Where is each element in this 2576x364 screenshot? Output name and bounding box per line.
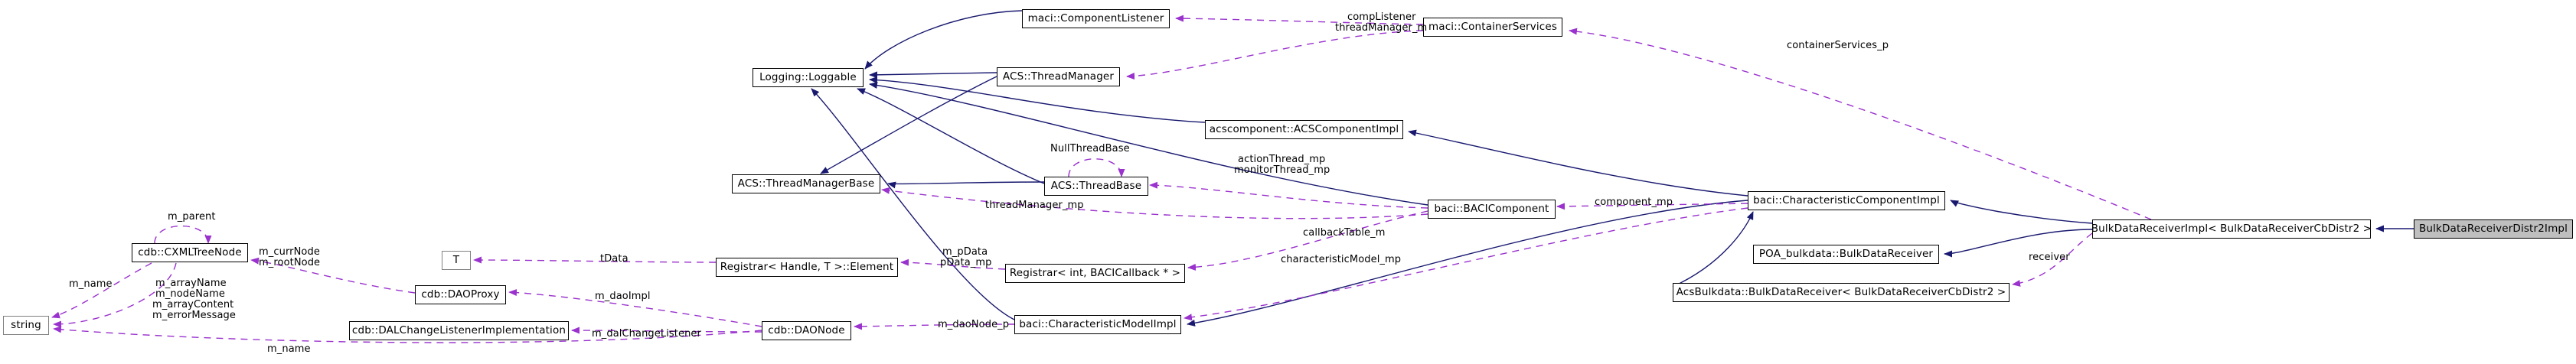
node-maci-componentlistener[interactable]: maci::ComponentListener xyxy=(1022,9,1170,28)
node-label: Registrar< int, BACICallback * > xyxy=(1009,266,1181,279)
node-cdb-daonode[interactable]: cdb::DAONode xyxy=(762,321,851,340)
edge-label-m-errormessage: m_errorMessage xyxy=(152,310,237,321)
node-label: cdb::DAONode xyxy=(768,323,845,336)
node-string[interactable]: string xyxy=(3,316,49,335)
node-baci-bacicomponent[interactable]: baci::BACIComponent xyxy=(1428,200,1556,219)
edge-label-tdata: tData xyxy=(600,253,628,265)
node-baci-characteristiccomponentimpl[interactable]: baci::CharacteristicComponentImpl xyxy=(1748,191,1945,210)
node-label: ACS::ThreadManager xyxy=(1002,70,1115,83)
edge-label-threadmanager-mp: threadManager_mp xyxy=(985,200,1084,211)
edge-label-characteristicmodel-mp: characteristicModel_mp xyxy=(1281,254,1402,265)
edge-label-m-name-bottom: m_name xyxy=(267,343,311,355)
edge-label-m-daoimpl: m_daoImpl xyxy=(595,291,651,302)
node-label: baci::CharacteristicModelImpl xyxy=(1019,317,1177,330)
node-label: cdb::CXMLTreeNode xyxy=(138,245,242,258)
node-label: maci::ContainerServices xyxy=(1428,20,1558,33)
node-label: baci::CharacteristicComponentImpl xyxy=(1753,193,1940,206)
node-acs-threadmanagerbase[interactable]: ACS::ThreadManagerBase xyxy=(732,174,880,193)
node-cdb-dalchangelistenerimplementation[interactable]: cdb::DALChangeListenerImplementation xyxy=(349,321,569,340)
edge-label-m-arraycontent: m_arrayContent xyxy=(152,299,234,310)
edge-label-m-parent: m_parent xyxy=(168,211,216,223)
node-label: cdb::DAOProxy xyxy=(421,288,500,301)
edge-label-m-daonode-p: m_daoNode_p xyxy=(938,319,1010,330)
edge-label-actionthread-mp: actionThread_mp xyxy=(1238,154,1326,165)
node-label: string xyxy=(11,318,41,331)
edge-label-pdata-mp: pData_mp xyxy=(940,257,992,268)
node-t[interactable]: T xyxy=(442,251,471,270)
node-label: ACS::ThreadManagerBase xyxy=(737,177,875,190)
node-label: maci::ComponentListener xyxy=(1027,11,1164,24)
node-label: T xyxy=(452,253,460,266)
node-cdb-daoproxy[interactable]: cdb::DAOProxy xyxy=(415,285,506,304)
node-registrar-int-bacicallback[interactable]: Registrar< int, BACICallback * > xyxy=(1005,264,1185,283)
node-maci-containerservices[interactable]: maci::ContainerServices xyxy=(1423,18,1562,37)
edge-label-m-arrayname: m_arrayName xyxy=(155,278,227,289)
node-baci-characteristicmodelimpl[interactable]: baci::CharacteristicModelImpl xyxy=(1014,315,1181,334)
node-logging-loggable[interactable]: Logging::Loggable xyxy=(753,68,864,87)
edge-label-component-mp: component_mp xyxy=(1595,197,1673,208)
edge-label-monitorthread-mp: monitorThread_mp xyxy=(1234,164,1330,176)
node-cdb-cxmltreenode[interactable]: cdb::CXMLTreeNode xyxy=(132,243,248,262)
node-label: acscomponent::ACSComponentImpl xyxy=(1209,122,1399,135)
node-label: AcsBulkdata::BulkDataReceiver< BulkDataR… xyxy=(1676,285,2006,298)
node-poa-bulkdata-bulkdatareceiver[interactable]: POA_bulkdata::BulkDataReceiver xyxy=(1753,245,1939,264)
node-label: cdb::DALChangeListenerImplementation xyxy=(351,323,566,336)
edge-label-complistener: compListener xyxy=(1347,11,1416,23)
node-bulkdatareceiverdistr2impl[interactable]: BulkDataReceiverDistr2Impl xyxy=(2414,219,2573,239)
node-label: POA_bulkdata::BulkDataReceiver xyxy=(1758,247,1934,260)
node-label: Registrar< Handle, T >::Element xyxy=(720,260,894,273)
node-label: BulkDataReceiverDistr2Impl xyxy=(2419,222,2568,235)
node-acs-threadmanager[interactable]: ACS::ThreadManager xyxy=(997,67,1120,86)
node-label: BulkDataReceiverImpl< BulkDataReceiverCb… xyxy=(2091,222,2372,235)
edge-label-callbacktable-m: callbackTable_m xyxy=(1303,227,1386,239)
edge-label-containerservices-p: containerServices_p xyxy=(1787,40,1889,51)
edge-label-m-dalchangelistener: m_dalChangeListener xyxy=(592,328,701,340)
edge-label-receiver: receiver xyxy=(2029,252,2070,263)
node-acs-threadbase[interactable]: ACS::ThreadBase xyxy=(1044,177,1148,196)
edge-label-m-pdata: m_pData xyxy=(942,246,988,258)
edge-label-m-nodename: m_nodeName xyxy=(155,288,225,300)
node-acsbulkdata-bulkdatareceiver[interactable]: AcsBulkdata::BulkDataReceiver< BulkDataR… xyxy=(1673,283,2010,302)
node-acscomponent-acscomponentimpl[interactable]: acscomponent::ACSComponentImpl xyxy=(1205,120,1403,139)
edge-label-m-currnode: m_currNode xyxy=(259,246,320,258)
node-registrar-handle-t-element[interactable]: Registrar< Handle, T >::Element xyxy=(716,258,898,277)
node-label: Logging::Loggable xyxy=(759,70,857,83)
edge-label-m-name-left: m_name xyxy=(69,278,113,290)
edge-label-threadmanager-m: threadManager_m xyxy=(1335,22,1428,34)
node-label: ACS::ThreadBase xyxy=(1050,179,1142,192)
edge-label-nullthreadbase: NullThreadBase xyxy=(1050,143,1130,154)
node-label: baci::BACIComponent xyxy=(1434,202,1549,215)
edge-label-m-rootnode: m_rootNode xyxy=(259,257,321,268)
node-bulkdatareceiverimpl[interactable]: BulkDataReceiverImpl< BulkDataReceiverCb… xyxy=(2091,219,2372,239)
